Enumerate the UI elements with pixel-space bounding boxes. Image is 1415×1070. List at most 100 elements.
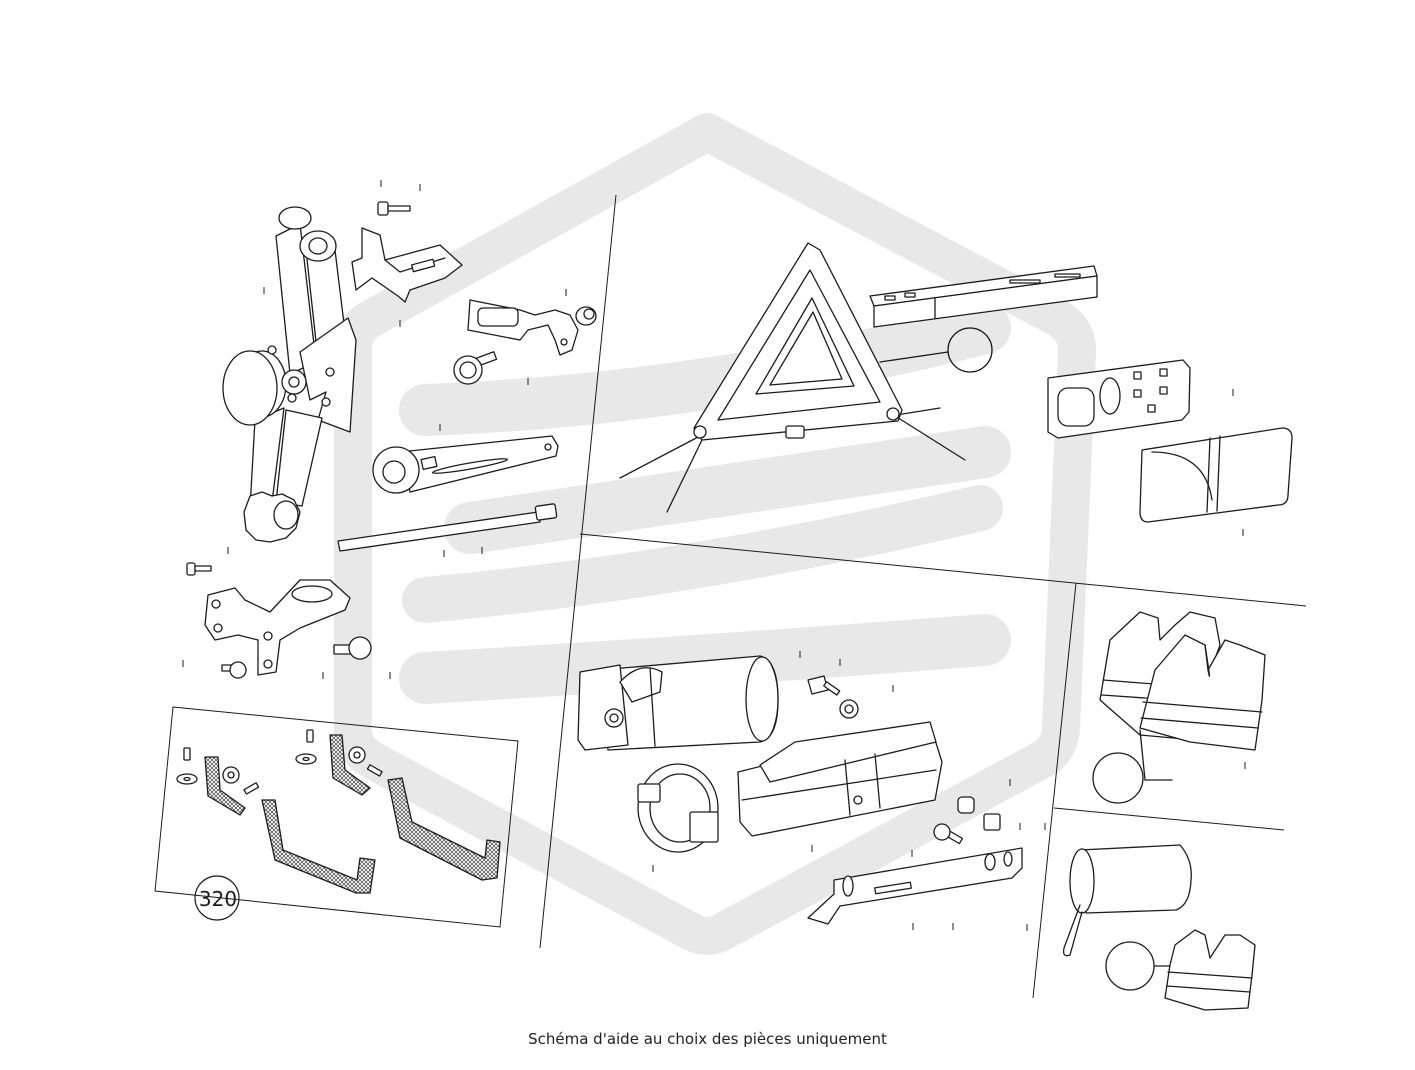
divider-vertical-right xyxy=(1032,582,1077,999)
storage-pouch xyxy=(1139,427,1293,523)
washer-hole xyxy=(183,776,191,782)
bracket-slot xyxy=(984,853,996,871)
channel-hole xyxy=(853,795,863,805)
jack-hole xyxy=(287,393,297,403)
clip-plate-square xyxy=(1159,368,1168,377)
callout-number[interactable]: 320 xyxy=(199,887,237,911)
hook-bracket xyxy=(467,299,579,356)
triangle-foot xyxy=(785,425,805,439)
jack-base-bore xyxy=(273,500,299,530)
callout-circle[interactable] xyxy=(194,875,240,921)
bolt-head xyxy=(459,361,477,379)
option-circle xyxy=(1092,752,1144,804)
bushing-nut xyxy=(575,306,597,326)
clip-plate-square xyxy=(1133,371,1142,380)
diagram-caption: Schéma d'aide au choix des pièces unique… xyxy=(528,1030,887,1048)
screw xyxy=(366,764,383,777)
vest-reflective-band xyxy=(1167,971,1253,979)
vest-pouch-kit xyxy=(1062,844,1256,1011)
pouch-zipper-pull xyxy=(1062,904,1083,957)
bracket-slot xyxy=(410,258,436,273)
triangle-storage-case xyxy=(869,265,1098,328)
base-bracket-hole xyxy=(213,623,223,633)
compressor-bracket xyxy=(807,847,1023,925)
clip-plate-window xyxy=(1057,387,1095,427)
leader-line xyxy=(879,351,949,363)
clip-plate-square xyxy=(1159,386,1168,395)
strap-kit xyxy=(176,729,501,894)
triangle-hinge xyxy=(693,425,707,439)
screw xyxy=(306,729,314,743)
vest-reflective-band xyxy=(1140,717,1259,729)
wrench-slot xyxy=(431,458,509,474)
extension-rod xyxy=(337,503,558,552)
base-bracket-hole xyxy=(211,599,221,609)
clip-plate-slot xyxy=(1099,377,1121,415)
bushing-inner xyxy=(583,308,595,320)
option-circle xyxy=(1105,941,1155,991)
pouch-strap xyxy=(1206,437,1211,513)
washer-round-hole xyxy=(227,771,235,779)
air-compressor xyxy=(577,655,779,751)
compressor-clamp-ring xyxy=(637,763,719,853)
rod-shaft xyxy=(337,511,541,552)
section-dividers xyxy=(154,194,1307,999)
case-front-face xyxy=(873,275,1098,328)
triangle-reflector-inner xyxy=(769,311,843,386)
jack-hole xyxy=(321,397,331,407)
wrench-ratchet-gear xyxy=(382,460,406,484)
pouch-body xyxy=(1139,427,1293,523)
screw-shank xyxy=(823,681,841,696)
callout-hotspot[interactable]: 320 xyxy=(194,875,240,921)
watermark-stripe xyxy=(402,485,1003,623)
case-slot xyxy=(904,292,916,298)
strap-u-large xyxy=(261,799,376,894)
bolt-shank xyxy=(194,565,212,572)
base-bracket-hole xyxy=(263,631,273,641)
jack-top-pin xyxy=(278,206,312,230)
jack-hole xyxy=(325,367,335,377)
screw xyxy=(183,747,191,761)
jack-top-saddle-hole xyxy=(308,237,328,255)
jack-handle-disc xyxy=(222,350,278,426)
jack-mount-bracket xyxy=(351,227,463,303)
safety-vest-pair xyxy=(1092,611,1266,804)
clamp-flap xyxy=(689,811,719,843)
threaded-bolt xyxy=(333,636,372,660)
bolt-with-washer xyxy=(453,351,498,385)
clip-plate-square xyxy=(1133,389,1142,398)
bolt-shank xyxy=(387,205,411,212)
triangle-leg xyxy=(891,413,966,461)
wrench-lever xyxy=(420,456,438,470)
leader-ticks xyxy=(182,180,1246,931)
cylinder-pouch-body xyxy=(1079,844,1192,914)
clip-plate-square xyxy=(1147,404,1156,413)
triangle-leg xyxy=(666,439,703,513)
triangle-hinge xyxy=(886,407,900,421)
channel-top-ridge xyxy=(759,721,937,783)
rod-end-cap xyxy=(534,503,558,521)
wrench-end-hole xyxy=(544,443,552,451)
jack-center-hub-bore xyxy=(288,376,300,388)
divider-vertical-left xyxy=(539,194,617,949)
bolt-small-left xyxy=(186,562,212,576)
strap-kit-panel-frame xyxy=(154,706,519,928)
bracket-body xyxy=(351,227,463,303)
vest-front xyxy=(1139,634,1266,751)
fastener-set xyxy=(807,675,1001,845)
strap-short xyxy=(204,756,246,816)
jack-lower-arm xyxy=(275,409,323,507)
compressor-mount-channel xyxy=(737,721,943,837)
warning-triangle xyxy=(619,242,966,513)
vest-reflective-band xyxy=(1142,701,1263,713)
option-circle xyxy=(947,327,993,373)
compressor-seam xyxy=(649,667,656,747)
compressor-end-cap xyxy=(745,656,779,742)
channel-rib xyxy=(874,753,881,809)
vest-collar xyxy=(1204,644,1211,677)
washer-hole xyxy=(302,756,310,762)
option-indicator xyxy=(879,327,993,373)
washer-round-hole xyxy=(353,751,361,759)
vest-reflective-band xyxy=(1166,985,1251,993)
